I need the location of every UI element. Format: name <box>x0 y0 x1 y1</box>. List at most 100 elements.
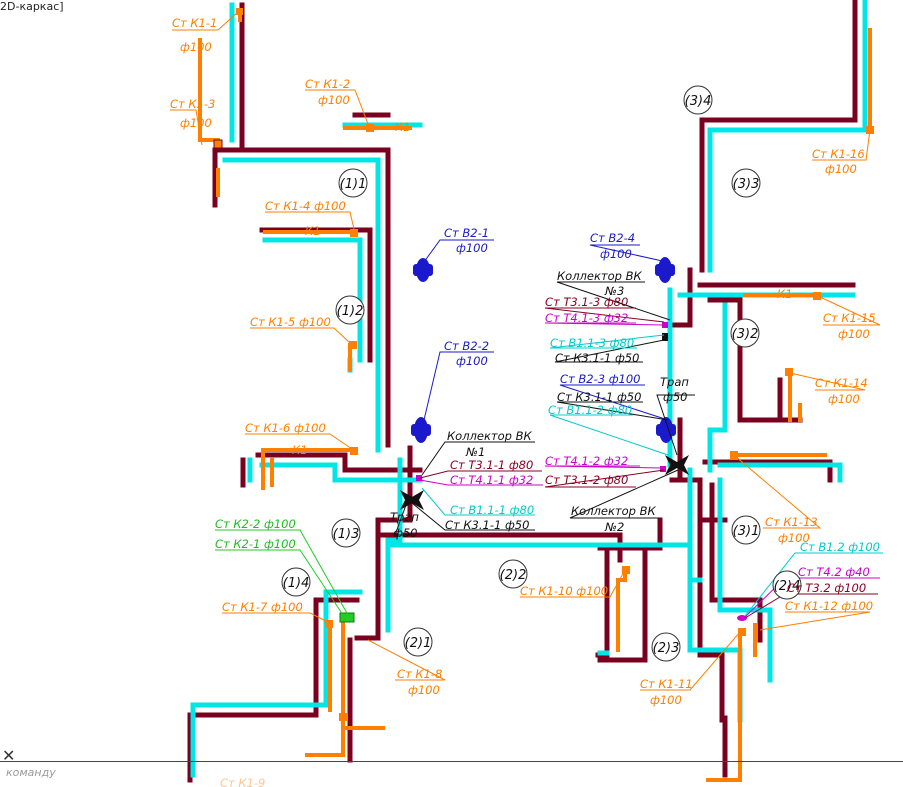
label-k1-10: Ст К1-10 ф100 <box>520 584 608 598</box>
label-k1-16: Ст К1-16 <box>812 147 865 161</box>
zone-2-2: (2)2 <box>500 568 527 583</box>
leaders-orange <box>170 11 881 691</box>
label-t31-1: Ст Т3.1-1 ф80 <box>450 458 533 472</box>
zone-2-1: (2)1 <box>405 636 432 651</box>
label-k1-6: Ст К1-6 ф100 <box>245 421 326 435</box>
pipe-tag: К1 <box>292 443 307 457</box>
label-k1-11: Ст К1-11 <box>640 677 693 691</box>
label-k2-1: Ст К2-1 ф100 <box>215 537 296 551</box>
leaders-blue <box>423 239 669 421</box>
zone-1-2: (1)2 <box>337 304 364 319</box>
label-collector-2: Коллектор ВК <box>571 504 657 518</box>
label-t41-3: Ст Т4.1-3 ф32 <box>545 311 628 325</box>
label-b2-1: Ст В2-1 <box>444 226 489 240</box>
close-icon[interactable]: ✕ <box>2 746 16 765</box>
zone-3-2: (3)2 <box>732 327 759 342</box>
label-k31-1: Ст К3.1-1 ф50 <box>445 518 529 532</box>
label-collector-2-num: №2 <box>604 520 624 534</box>
zone-3-1: (3)1 <box>733 524 760 539</box>
label-k1-7: Ст К1-7 ф100 <box>222 600 303 614</box>
riser-b2-1 <box>413 258 433 282</box>
label-k1-2: Ст К1-2 <box>305 77 350 91</box>
label-b2-1-dia: ф100 <box>456 241 488 255</box>
dark-red-labels: Ст Т3.1-1 ф80 Ст Т3.1-3 ф80 Ст Т3.1-2 ф8… <box>450 295 866 595</box>
label-k1-13: Ст К1-13 <box>765 515 818 529</box>
label-b2-2-dia: ф100 <box>456 354 488 368</box>
label-collector-1: Коллектор ВК <box>447 429 533 443</box>
black-labels: Коллектор ВК №1 Коллектор ВК №2 Коллекто… <box>390 269 689 540</box>
label-trap-2-dia: ф50 <box>663 390 687 404</box>
label-b12: Ст В1.2 ф100 <box>800 540 880 554</box>
green-labels: Ст К2-2 ф100 Ст К2-1 ф100 <box>215 517 296 551</box>
label-t31-3: Ст Т3.1-3 ф80 <box>545 295 628 309</box>
command-input[interactable]: команду <box>6 766 56 779</box>
zone-markers <box>281 85 802 662</box>
label-b2-4: Ст В2-4 <box>590 231 635 245</box>
label-k1-8: Ст К1-8 <box>397 667 442 681</box>
zone-1-3: (1)3 <box>333 527 360 542</box>
label-trap-2: Трап <box>660 375 689 389</box>
zone-3-4: (3)4 <box>685 94 712 109</box>
riser-b2-4 <box>655 257 675 283</box>
zone-1-4: (1)4 <box>283 576 310 591</box>
label-k1-15-dia: ф100 <box>838 327 870 341</box>
label-k31-1b: Ст К3.1-1 ф50 <box>555 351 639 365</box>
blue-labels: Ст В2-1 ф100 Ст В2-2 ф100 Ст В2-3 ф100 С… <box>444 226 641 386</box>
magenta-labels: Ст Т4.1-1 ф32 Ст Т4.1-3 ф32 Ст Т4.1-2 ф3… <box>450 311 870 579</box>
trap-2 <box>665 455 689 475</box>
label-k1-1-dia: ф100 <box>180 40 212 54</box>
label-b11-3: Ст В1.1-3 ф80 <box>550 336 634 350</box>
label-k1-1: Ст К1-1 <box>172 16 217 30</box>
label-k1-11-dia: ф100 <box>650 693 682 707</box>
label-k1-4: Ст К1-4 ф100 <box>265 199 346 213</box>
riser-b2-2 <box>411 417 431 443</box>
label-k1-16-dia: ф100 <box>825 162 857 176</box>
riser-b2-3 <box>656 417 676 443</box>
label-t42: Ст Т4.2 ф40 <box>798 565 870 579</box>
label-t41-1: Ст Т4.1-1 ф32 <box>450 473 533 487</box>
cyan-labels: Ст В1.1-1 ф80 Ст В1.1-3 ф80 Ст В1.1-2 ф8… <box>450 336 880 554</box>
zone-3-3: (3)3 <box>733 177 760 192</box>
label-k31-1c: Ст К3.1-1 ф50 <box>557 390 641 404</box>
label-k2-2: Ст К2-2 ф100 <box>215 517 296 531</box>
label-k1-13-dia: ф100 <box>778 531 810 545</box>
view-label[interactable]: 2D-каркас] <box>0 0 64 13</box>
label-k1-12: Ст К1-12 ф100 <box>785 599 873 613</box>
label-k1-5: Ст К1-5 ф100 <box>250 315 331 329</box>
label-t41-2: Ст Т4.1-2 ф32 <box>545 454 628 468</box>
zone-labels: (1)1 (1)2 (1)3 (1)4 (2)1 (2)2 (2)3 (2)4 … <box>283 94 801 656</box>
label-collector-1-num: №1 <box>465 445 485 459</box>
drain-pipes <box>187 0 858 783</box>
label-t32: Ст Т3.2 ф100 <box>787 581 866 595</box>
leaders-black <box>394 281 695 536</box>
label-k1-3-dia: ф100 <box>180 116 212 130</box>
label-t31-2: Ст Т3.1-2 ф80 <box>545 473 628 487</box>
label-k1-2-dia: ф100 <box>318 93 350 107</box>
supply-pipes <box>190 0 868 778</box>
zone-2-4: (2)4 <box>774 579 801 594</box>
zone-1-1: (1)1 <box>340 177 367 192</box>
pipe-tag: К1 <box>395 120 410 134</box>
label-collector-3-num: №3 <box>604 284 624 298</box>
label-b2-3: Ст В2-3 ф100 <box>560 372 641 386</box>
zone-2-3: (2)3 <box>653 641 680 656</box>
label-k1-3: Ст К1-3 <box>170 97 215 111</box>
label-b2-2: Ст В2-2 <box>444 339 489 353</box>
pipe-tag: К1 <box>305 224 320 238</box>
label-trap-1-dia: ф50 <box>393 526 417 540</box>
label-k1-14-dia: ф100 <box>828 392 860 406</box>
command-line-divider <box>0 761 903 762</box>
orange-labels: Ст К1-1 ф100 Ст К1-2 ф100 Ст К1-3 ф100 С… <box>170 16 876 787</box>
label-trap-1: Трап <box>390 510 419 524</box>
label-collector-3: Коллектор ВК <box>557 269 643 283</box>
label-b11-1: Ст В1.1-1 ф80 <box>450 503 534 517</box>
pipe-tag: К1 <box>777 287 792 301</box>
label-k1-9: Ст К1-9 <box>220 776 265 787</box>
label-k1-15: Ст К1-15 <box>823 311 876 325</box>
water-risers <box>411 257 676 443</box>
label-b11-2: Ст В1.1-2 ф80 <box>548 403 632 417</box>
leaders-cyan <box>421 334 883 617</box>
label-b2-4-dia: ф100 <box>600 247 632 261</box>
leaders-green <box>215 529 349 616</box>
